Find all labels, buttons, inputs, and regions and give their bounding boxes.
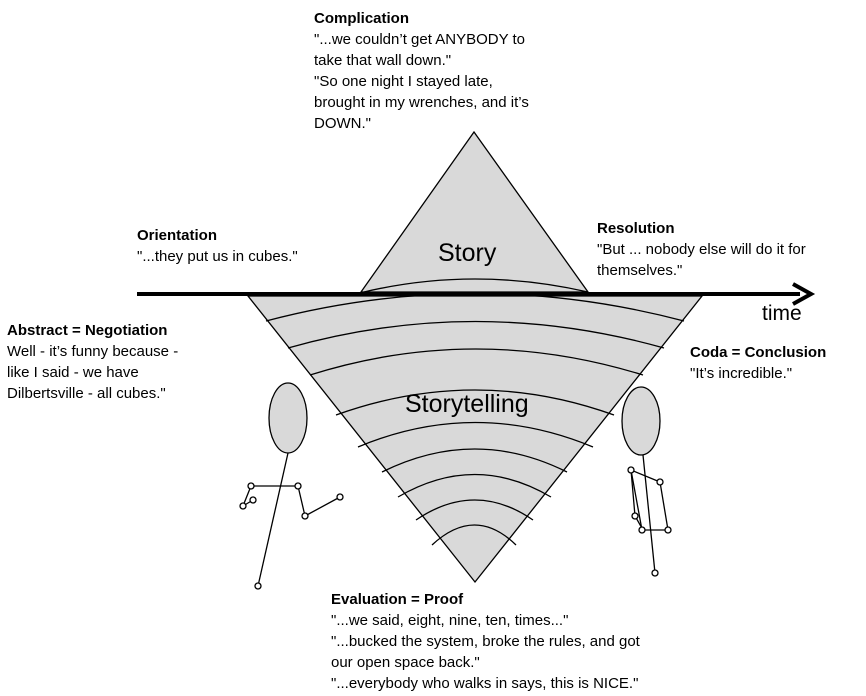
coda-heading: Coda = Conclusion [690,344,827,361]
complication-line: "...we couldn’t get ANYBODY to [314,31,525,48]
layer-arc [335,389,615,416]
evaluation-block: Evaluation = Proof "...we said, eight, n… [331,589,640,694]
layer-arc [309,348,644,376]
orientation-line: "...they put us in cubes." [137,248,298,265]
layer-arc [357,421,594,448]
coda-block: Coda = Conclusion "It’s incredible." [690,342,826,384]
complication-line: DOWN." [314,115,371,132]
evaluation-line: our open space back." [331,654,480,671]
stick-figure-left [239,382,344,590]
layer-arc [415,499,534,521]
layer-arc [397,473,552,498]
complication-line: take that wall down." [314,52,452,69]
complication-line: "So one night I stayed late, [314,73,493,90]
resolution-line: "But ... nobody else will do it for [597,241,806,258]
coda-line: "It’s incredible." [690,365,793,382]
resolution-block: Resolution "But ... nobody else will do … [597,218,806,281]
orientation-heading: Orientation [137,227,218,244]
resolution-line: themselves." [597,262,683,279]
story-label: Story [438,239,497,267]
orientation-block: Orientation "...they put us in cubes." [137,225,298,267]
time-arrowhead [792,282,816,306]
evaluation-line: "...everybody who walks in says, this is… [331,675,639,692]
abstract-block: Abstract = Negotiation Well - it’s funny… [7,320,178,404]
layer-arc [431,524,517,546]
story-triangle [359,130,590,293]
evaluation-line: "...bucked the system, broke the rules, … [331,633,640,650]
layer-arc [363,278,589,293]
storytelling-label: Storytelling [405,390,529,418]
abstract-line: like I said - we have [7,364,139,381]
evaluation-line: "...we said, eight, nine, ten, times..." [331,612,569,629]
layer-arc [381,448,568,473]
complication-line: brought in my wrenches, and it’s [314,94,529,111]
head [621,386,661,456]
abstract-line: Well - it’s funny because - [7,343,179,360]
time-label: time [762,302,802,325]
stick-figure-right [621,386,672,577]
layer-arc [287,320,665,349]
resolution-heading: Resolution [597,220,675,237]
complication-heading: Complication [314,10,410,27]
head [268,382,308,454]
complication-block: Complication "...we couldn’t get ANYBODY… [314,8,529,134]
abstract-line: Dilbertsville - all cubes." [7,385,166,402]
abstract-heading: Abstract = Negotiation [7,322,168,339]
evaluation-heading: Evaluation = Proof [331,591,464,608]
